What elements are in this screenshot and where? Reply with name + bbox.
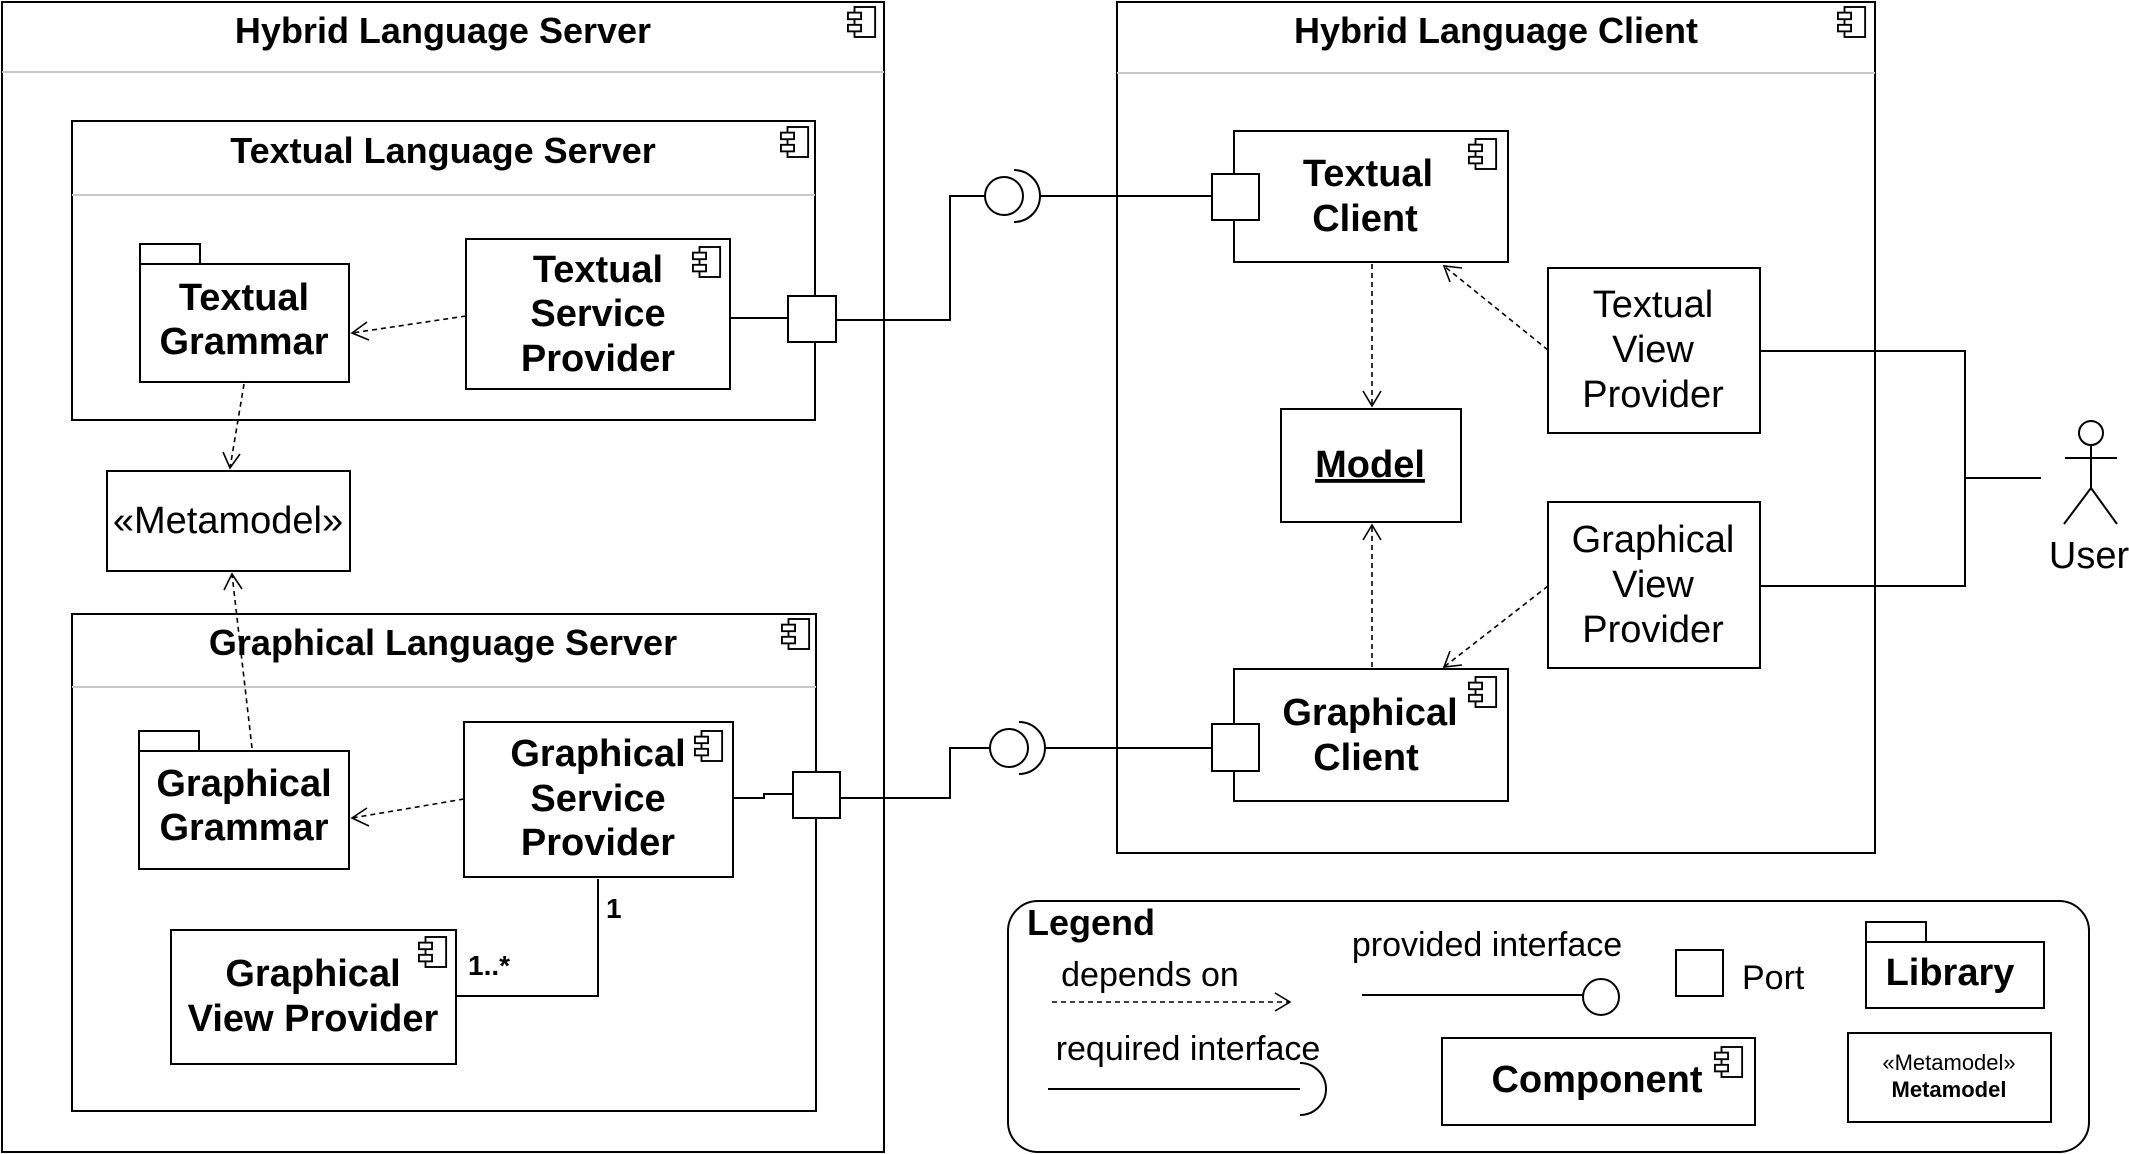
- textual-service-provider-line3: Provider: [521, 338, 675, 380]
- legend-port-label: Port: [1742, 959, 1805, 997]
- legend-socket-icon: [1299, 1062, 1327, 1116]
- graphical-port-group: [733, 771, 841, 819]
- legend-title: Legend: [1027, 902, 1155, 943]
- graphical-view-provider-line3: Provider: [1582, 609, 1724, 651]
- graphical-service-provider-line3: Provider: [521, 822, 675, 864]
- graphical-service-provider: Graphical Service Provider: [463, 721, 734, 878]
- textual-view-provider-line2: View: [1612, 329, 1694, 371]
- multiplicity-one: 1: [606, 893, 622, 924]
- legend-library-label: Library: [1886, 952, 2015, 994]
- legend-provided-interface: provided interface: [1352, 926, 1622, 964]
- legend-ball-icon: [1582, 978, 1620, 1016]
- textual-client-port: [1211, 173, 1260, 221]
- server-graphical-view-provider-line1: Graphical: [225, 953, 400, 995]
- textual-interface-connector: [836, 169, 1212, 321]
- graphical-grammar-label-line1: Graphical: [156, 763, 331, 805]
- legend-metamodel-stereotype: «Metamodel»: [1882, 1050, 2015, 1075]
- graphical-client-line2: Client: [1313, 737, 1419, 779]
- graphical-service-provider-line2: Service: [530, 778, 665, 820]
- dependency-arrows-server: [222, 315, 467, 827]
- provided-interface-ball: [989, 728, 1029, 768]
- model-label: Model: [1315, 444, 1425, 486]
- graphical-view-provider-line2: View: [1612, 564, 1694, 606]
- client-textual-view-provider: Textual View Provider: [1547, 267, 1761, 434]
- graphical-grammar-label-line2: Grammar: [160, 807, 329, 849]
- textual-grammar-library: Textual Grammar: [139, 243, 350, 383]
- textual-service-provider: Textual Service Provider: [465, 238, 731, 390]
- multiplicity-many: 1..*: [468, 950, 510, 981]
- user-actor: User: [2049, 420, 2129, 577]
- provided-interface-ball: [984, 176, 1024, 216]
- metamodel-label: «Metamodel»: [113, 500, 343, 542]
- server-graphical-view-provider: Graphical View Provider: [170, 929, 457, 1065]
- association-service-view: 1 1..*: [456, 879, 622, 997]
- dependency-arrows-client: [1362, 264, 1549, 668]
- textual-server-title: Textual Language Server: [230, 130, 655, 171]
- textual-client-line2: Client: [1312, 198, 1418, 240]
- legend-component-label: Component: [1491, 1059, 1702, 1101]
- legend-component-icon: [1441, 1037, 1756, 1126]
- hybrid-client-title: Hybrid Language Client: [1294, 10, 1698, 51]
- textual-port: [787, 295, 837, 343]
- user-connections: [1760, 350, 2041, 587]
- model-box: Model: [1280, 408, 1462, 523]
- metamodel-box: «Metamodel»: [106, 470, 351, 572]
- graphical-client-port: [1211, 723, 1260, 772]
- graphical-server-title: Graphical Language Server: [209, 622, 677, 663]
- textual-grammar-label-line1: Textual: [179, 277, 309, 319]
- server-graphical-view-provider-line2: View Provider: [188, 998, 439, 1040]
- graphical-grammar-library: Graphical Grammar: [138, 730, 350, 870]
- textual-service-provider-line2: Service: [530, 293, 665, 335]
- legend-port-icon: [1675, 949, 1724, 997]
- graphical-client: Graphical Client: [1211, 668, 1509, 802]
- legend-metamodel-icon: [1847, 1032, 2052, 1123]
- graphical-client-line1: Graphical: [1282, 692, 1457, 734]
- textual-view-provider-line1: Textual: [1593, 284, 1713, 326]
- legend-required-interface: required interface: [1056, 1030, 1321, 1068]
- graphical-interface-connector: [840, 721, 1212, 799]
- textual-view-provider-line3: Provider: [1582, 374, 1724, 416]
- textual-service-provider-line1: Textual: [533, 249, 663, 291]
- hybrid-server-title: Hybrid Language Server: [235, 10, 651, 51]
- graphical-port: [792, 771, 841, 819]
- legend-library-tab: [1865, 921, 1927, 943]
- textual-client: Textual Client: [1211, 130, 1509, 263]
- legend: Legend depends on provided interface req…: [1007, 900, 2090, 1153]
- user-head: [2078, 420, 2104, 446]
- legend-depends-on: depends on: [1061, 956, 1239, 994]
- graphical-service-provider-line1: Graphical: [510, 733, 685, 775]
- textual-client-line1: Textual: [1303, 153, 1433, 195]
- graphical-view-provider-line1: Graphical: [1572, 519, 1735, 561]
- textual-grammar-label-line2: Grammar: [160, 321, 329, 363]
- legend-library-icon: [1865, 941, 2045, 1009]
- client-graphical-view-provider: Graphical View Provider: [1547, 501, 1761, 669]
- legend-metamodel-name: Metamodel: [1892, 1077, 2007, 1102]
- user-label: User: [2049, 535, 2129, 577]
